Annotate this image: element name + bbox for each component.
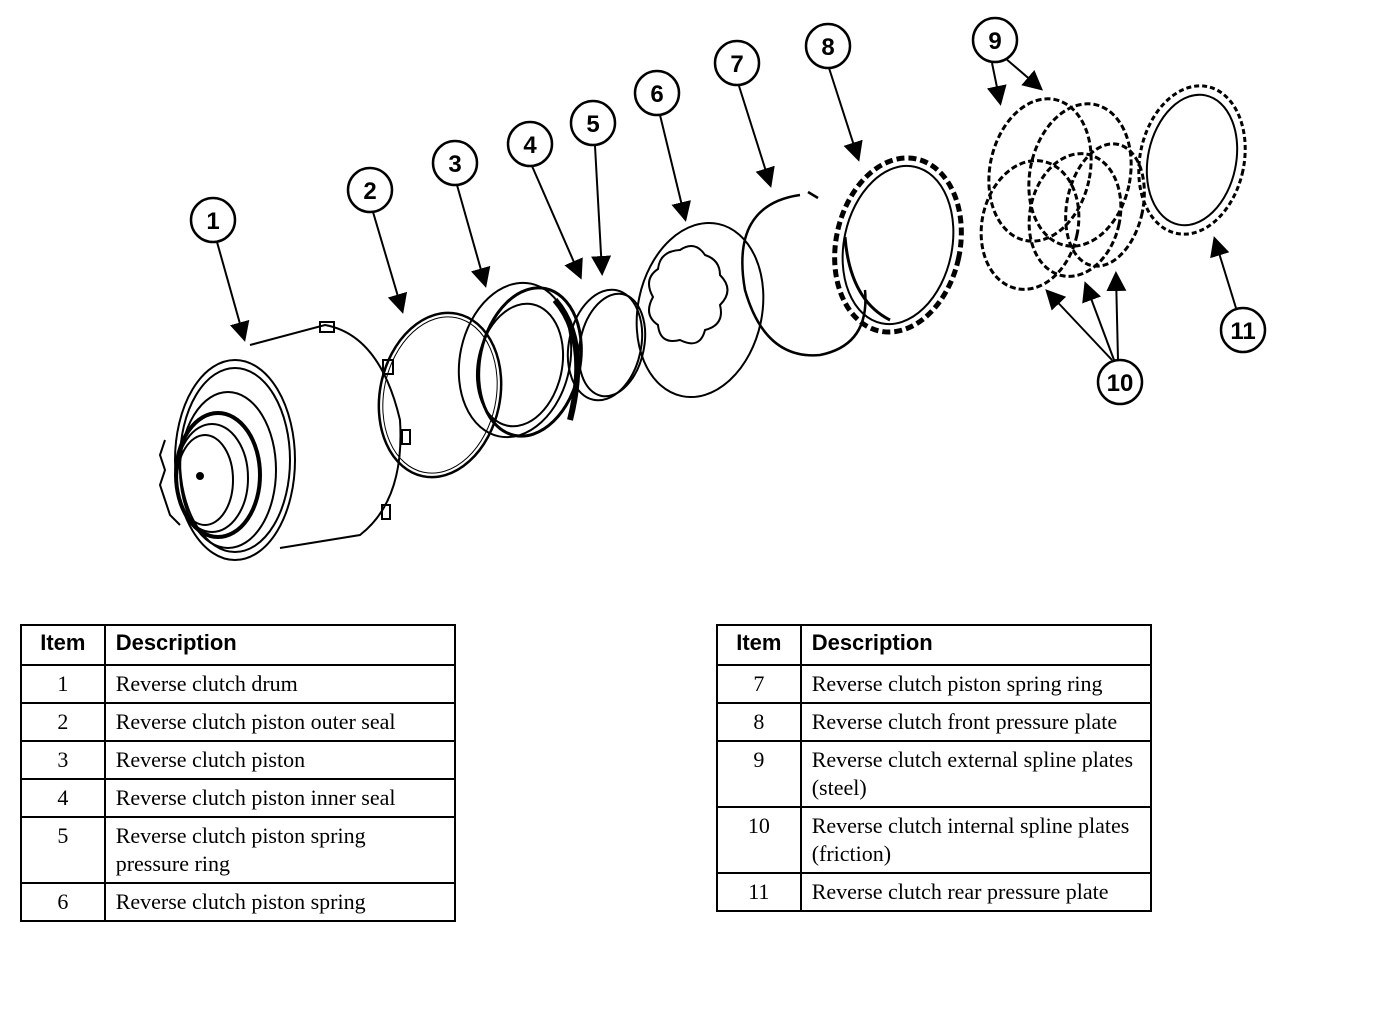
callout-8: 8 xyxy=(804,22,852,70)
column-header-item: Item xyxy=(716,624,802,666)
item-description: Reverse clutch piston spring ring xyxy=(799,664,1153,704)
svg-text:1: 1 xyxy=(206,208,219,235)
callout-3: 3 xyxy=(431,139,479,187)
item-number: 5 xyxy=(20,816,106,884)
item-description: Reverse clutch piston spring xyxy=(103,882,457,922)
legend-row: 10 Reverse clutch internal spline plates… xyxy=(716,806,1153,874)
svg-text:7: 7 xyxy=(730,51,743,78)
legend-table-left: Item Description 1 Reverse clutch drum 2… xyxy=(20,624,457,922)
item-description: Reverse clutch rear pressure plate xyxy=(799,872,1153,912)
part-rear-pressure-plate xyxy=(1137,84,1247,236)
item-number: 8 xyxy=(716,702,802,742)
item-number: 6 xyxy=(20,882,106,922)
callout-11: 11 xyxy=(1219,306,1267,354)
column-header-description: Description xyxy=(103,624,457,666)
item-description: Reverse clutch front pressure plate xyxy=(799,702,1153,742)
part-reverse-clutch-drum xyxy=(158,321,411,561)
legend-table-right: Item Description 7 Reverse clutch piston… xyxy=(716,624,1153,912)
part-plate-stack xyxy=(979,97,1146,291)
legend-header-row: Item Description xyxy=(716,624,1153,666)
part-piston-spring xyxy=(635,221,765,399)
legend-row: 4 Reverse clutch piston inner seal xyxy=(20,778,457,818)
item-description: Reverse clutch piston inner seal xyxy=(103,778,457,818)
exploded-view-diagram: 1 2 3 4 5 6 7 8 9 10 11 xyxy=(158,16,1267,561)
column-header-item: Item xyxy=(20,624,106,666)
legend-row: 7 Reverse clutch piston spring ring xyxy=(716,664,1153,704)
part-piston xyxy=(457,281,583,439)
column-header-description: Description xyxy=(799,624,1153,666)
svg-text:10: 10 xyxy=(1107,370,1134,397)
item-number: 11 xyxy=(716,872,802,912)
item-description: Reverse clutch piston xyxy=(103,740,457,780)
part-piston-outer-seal xyxy=(377,311,503,479)
item-number: 10 xyxy=(716,806,802,874)
item-description: Reverse clutch piston outer seal xyxy=(103,702,457,742)
svg-text:3: 3 xyxy=(448,151,461,178)
item-number: 4 xyxy=(20,778,106,818)
legend-row: 2 Reverse clutch piston outer seal xyxy=(20,702,457,742)
item-description: Reverse clutch internal spline plates (f… xyxy=(799,806,1153,874)
svg-text:9: 9 xyxy=(988,28,1001,55)
callout-6: 6 xyxy=(633,69,681,117)
svg-text:4: 4 xyxy=(523,132,537,159)
callout-9: 9 xyxy=(971,16,1019,64)
legend-row: 11 Reverse clutch rear pressure plate xyxy=(716,872,1153,912)
item-description: Reverse clutch external spline plates (s… xyxy=(799,740,1153,808)
legend-header-row: Item Description xyxy=(20,624,457,666)
legend-row: 1 Reverse clutch drum xyxy=(20,664,457,704)
legend-row: 5 Reverse clutch piston spring pressure … xyxy=(20,816,457,884)
legend-row: 9 Reverse clutch external spline plates … xyxy=(716,740,1153,808)
svg-text:11: 11 xyxy=(1230,318,1255,345)
legend-row: 8 Reverse clutch front pressure plate xyxy=(716,702,1153,742)
callout-4: 4 xyxy=(506,120,554,168)
svg-text:6: 6 xyxy=(650,81,663,108)
item-number: 2 xyxy=(20,702,106,742)
legend-row: 3 Reverse clutch piston xyxy=(20,740,457,780)
item-number: 9 xyxy=(716,740,802,808)
callout-2: 2 xyxy=(346,166,394,214)
part-front-pressure-plate xyxy=(832,155,964,335)
item-description: Reverse clutch drum xyxy=(103,664,457,704)
legend-row: 6 Reverse clutch piston spring xyxy=(20,882,457,922)
item-number: 3 xyxy=(20,740,106,780)
item-description: Reverse clutch piston spring pressure ri… xyxy=(103,816,457,884)
svg-text:2: 2 xyxy=(363,178,376,205)
callout-1: 1 xyxy=(189,196,237,244)
svg-text:8: 8 xyxy=(821,34,834,61)
callout-10: 10 xyxy=(1096,358,1144,406)
svg-text:5: 5 xyxy=(586,111,599,138)
part-piston-spring-ring xyxy=(741,190,867,357)
callout-5: 5 xyxy=(569,99,617,147)
callout-7: 7 xyxy=(713,39,761,87)
item-number: 1 xyxy=(20,664,106,704)
leader-lines xyxy=(216,57,1237,361)
item-number: 7 xyxy=(716,664,802,704)
